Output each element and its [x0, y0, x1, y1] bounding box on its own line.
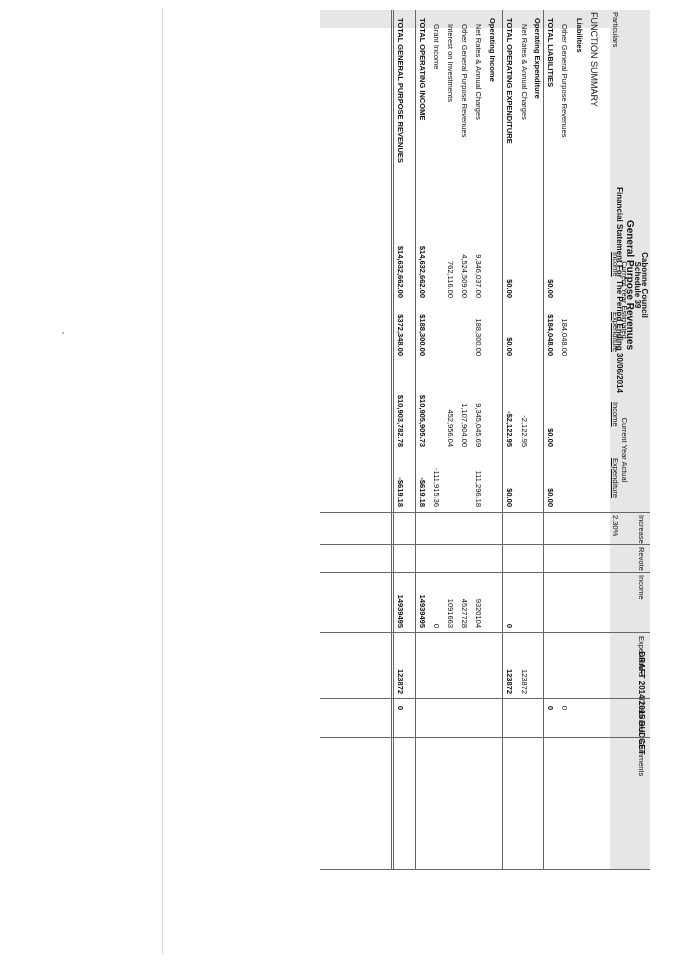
cell-est-exp: $184,048.00 — [546, 314, 555, 356]
grid-vline — [320, 698, 650, 699]
row-label: Net Rates & Annual Charges — [520, 24, 529, 120]
cell-act-income: 1,107,904.00 — [460, 403, 469, 447]
increase-value: 2.30% — [611, 515, 620, 537]
row-label: FUNCTION SUMMARY — [589, 12, 599, 107]
row-label: Operating Expenditure — [533, 18, 542, 99]
row-label: TOTAL OPERATING EXPENDITURE — [505, 18, 514, 144]
row-label: Other General Purpose Revenues — [460, 24, 469, 138]
row-label: Net Rates & Annual Charges — [474, 24, 483, 120]
scan-page-edge — [162, 8, 163, 954]
row-label: TOTAL LIABILITIES — [546, 18, 555, 88]
cell-est-exp: $188,300.00 — [418, 314, 427, 356]
cell-est-exp: $0.00 — [505, 337, 514, 356]
col-est-income: Income — [611, 252, 620, 277]
cell-act-exp: -$619.18 — [396, 477, 405, 507]
col-liabilities: Liabilities — [637, 702, 646, 733]
group-current-year-estimated: Current Year Estimated — [620, 261, 629, 339]
rotated-financial-schedule: Cabonne Council Schedule 39 General Purp… — [320, 10, 650, 870]
total-rule — [415, 10, 416, 870]
grid-vline — [320, 737, 650, 738]
col-increase: Increase — [637, 515, 646, 544]
cell-b-income: 14939495 — [418, 594, 427, 628]
total-rule-double — [391, 10, 392, 870]
row-label: TOTAL GENERAL PURPOSE REVENUES — [396, 18, 405, 163]
row-label: Operating Income — [488, 18, 497, 82]
cell-est-income: 762,116.00 — [446, 261, 455, 298]
row-label: Other General Purpose Revenues — [560, 24, 569, 138]
cell-act-exp: 111,296.18 — [474, 470, 483, 507]
cell-est-exp: 184,048.00 — [560, 318, 569, 356]
group-current-year-actual: Current Year Actual — [620, 417, 629, 483]
col-act-expenditure: Expenditure — [611, 458, 620, 499]
cell-b-exp: 123872 — [520, 668, 529, 694]
col-budget-income: Income — [637, 575, 646, 600]
cell-b-income: 9320104 — [474, 598, 483, 628]
row-label: TOTAL OPERATING INCOME — [418, 18, 427, 121]
total-rule — [502, 10, 503, 870]
cell-b-exp: 123872 — [505, 668, 514, 694]
cell-b-liab: 0 — [546, 705, 555, 710]
col-particulars: Particulars — [611, 12, 620, 48]
cell-b-income: 4527728 — [460, 598, 469, 628]
row-label: Grant Income — [432, 24, 441, 70]
cell-act-exp: -111,915.36 — [432, 468, 441, 507]
cell-act-income: -2,122.95 — [520, 415, 529, 447]
cell-act-exp: $0.00 — [505, 488, 514, 507]
cell-est-income: 4,524,509.00 — [460, 254, 469, 298]
cell-b-income: 14939495 — [396, 594, 405, 628]
cell-b-income: 0 — [432, 623, 441, 628]
row-label: Interest on Investments — [446, 24, 455, 102]
grid-vline — [320, 544, 650, 545]
cell-act-exp: $0.00 — [546, 488, 555, 507]
cell-b-income: 0 — [505, 623, 514, 628]
col-revote: Revote — [637, 547, 646, 571]
col-budget-expenditure: Expenditure — [637, 636, 646, 677]
row-label: Liabilities — [575, 18, 584, 53]
scan-speck — [62, 332, 64, 334]
cell-act-income: 452,956.04 — [446, 409, 455, 447]
col-est-expenditure: Expenditure — [611, 312, 620, 353]
cell-est-exp: 188,300.00 — [474, 318, 483, 356]
grid-vline — [320, 869, 650, 870]
col-act-income: Income — [611, 402, 620, 427]
col-comments: Comments — [637, 740, 646, 777]
grid-vline — [320, 632, 650, 633]
cell-act-exp: -$619.18 — [418, 477, 427, 507]
total-rule — [543, 10, 544, 870]
grid-vline — [320, 512, 650, 513]
total-rule — [393, 10, 394, 870]
grid-vline — [320, 572, 650, 573]
cell-b-income: 1091663 — [446, 598, 455, 628]
cell-b-liab: 0 — [560, 705, 569, 710]
cell-b-liab: 0 — [396, 705, 405, 710]
cell-est-exp: $372,348.00 — [396, 314, 405, 356]
